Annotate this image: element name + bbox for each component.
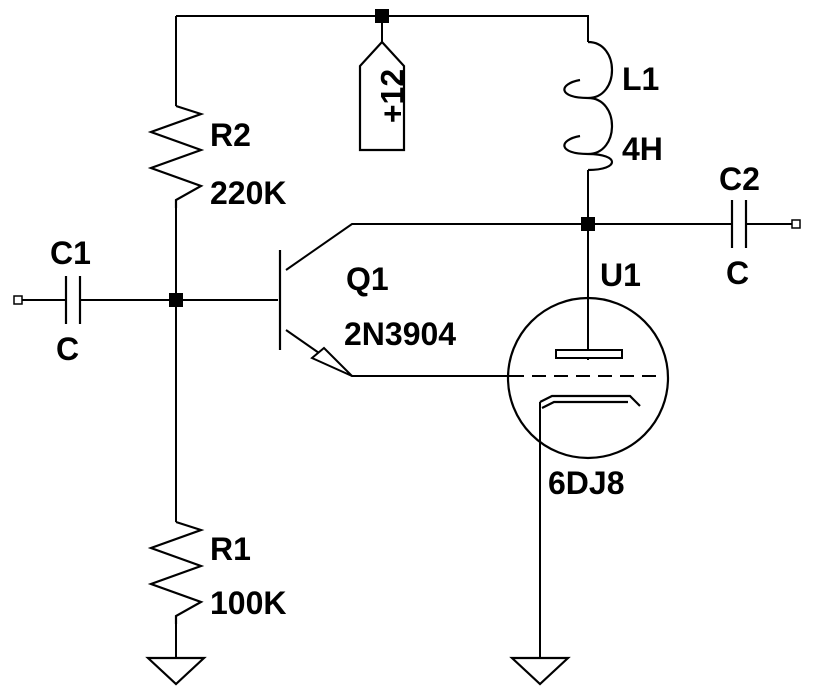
r2-ref-label: R2 [210, 117, 251, 153]
top-rail-wire [176, 15, 589, 42]
supply-label: +12 [374, 69, 410, 123]
r1-ref-label: R1 [210, 531, 251, 567]
triode-u1-icon [506, 296, 670, 460]
u1-value-label: 6DJ8 [548, 465, 625, 501]
capacitor-c2-icon [730, 200, 748, 248]
c1-value-label: C [56, 331, 79, 367]
q1-value-label: 2N3904 [344, 316, 456, 352]
c1-ref-label: C1 [50, 235, 91, 271]
junction-supply [375, 9, 389, 23]
u1-ref-label: U1 [600, 257, 641, 293]
junction-base [169, 293, 183, 307]
collector-wire [285, 223, 732, 271]
inductor-l1-icon [563, 40, 613, 172]
ground-cathode-icon [509, 656, 571, 686]
supply-flag-icon [358, 40, 406, 152]
q1-ref-label: Q1 [346, 261, 389, 297]
resistor-r1-icon [147, 520, 205, 624]
c2-value-label: C [726, 255, 749, 291]
ground-r1-icon [145, 656, 207, 686]
output-terminal [791, 219, 801, 229]
input-terminal [13, 295, 23, 305]
l1-value-label: 4H [622, 131, 663, 167]
wires [22, 15, 792, 658]
l1-ref-label: L1 [622, 61, 659, 97]
transistor-q1-icon [278, 250, 353, 377]
resistor-r2-icon [147, 104, 205, 208]
r1-value-label: 100K [210, 585, 287, 621]
r2-value-label: 220K [210, 175, 287, 211]
c2-ref-label: C2 [719, 161, 760, 197]
junction-plate [581, 217, 595, 231]
capacitor-c1-icon [64, 276, 82, 324]
